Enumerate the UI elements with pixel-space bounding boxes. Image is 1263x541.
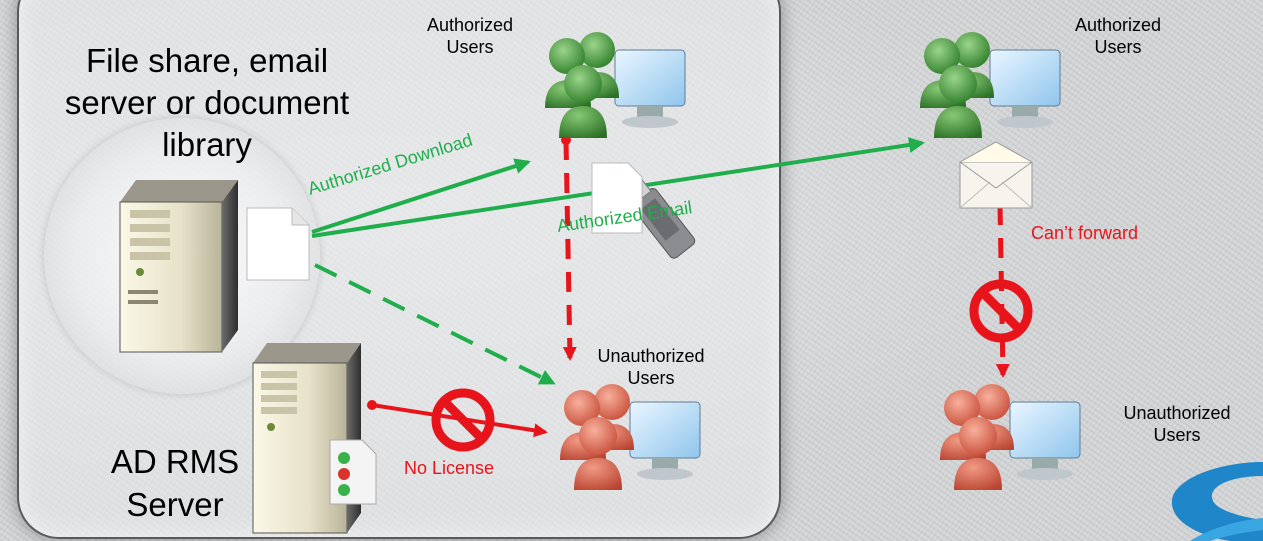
email-document-icon bbox=[591, 162, 643, 234]
authorized-users-label: Authorized Users bbox=[1074, 15, 1162, 57]
no-license-label: No License bbox=[404, 458, 495, 478]
prohibited-icon bbox=[969, 279, 1033, 343]
file-share-label: File share, email server or document lib… bbox=[64, 42, 350, 163]
authorized-to-unauthorized-arrow bbox=[561, 135, 577, 361]
unauthorized-users-label: Unauthorized Users bbox=[597, 346, 705, 388]
prohibited-icon bbox=[431, 388, 495, 452]
authorized-users-label: Authorized Users bbox=[426, 15, 514, 57]
document-icon bbox=[246, 207, 310, 281]
adrms-server-label: AD RMS Server bbox=[110, 443, 240, 523]
swoosh-logo bbox=[1171, 462, 1263, 541]
cant-forward-label: Can’t forward bbox=[1031, 223, 1139, 243]
envelope-icon bbox=[959, 141, 1033, 209]
unauthorized-users-label: Unauthorized Users bbox=[1123, 403, 1231, 445]
license-document-icon bbox=[329, 439, 377, 505]
unauthorized-users-icon bbox=[940, 384, 1081, 490]
authorized-download-arrow bbox=[311, 158, 531, 234]
unauthorized-download-arrow bbox=[314, 263, 556, 385]
unauthorized-users-icon bbox=[560, 384, 701, 490]
server-icon bbox=[119, 180, 238, 353]
cant-forward-arrow bbox=[995, 204, 1010, 378]
authorized-users-icon bbox=[920, 32, 1061, 138]
authorized-users-icon bbox=[545, 32, 686, 138]
